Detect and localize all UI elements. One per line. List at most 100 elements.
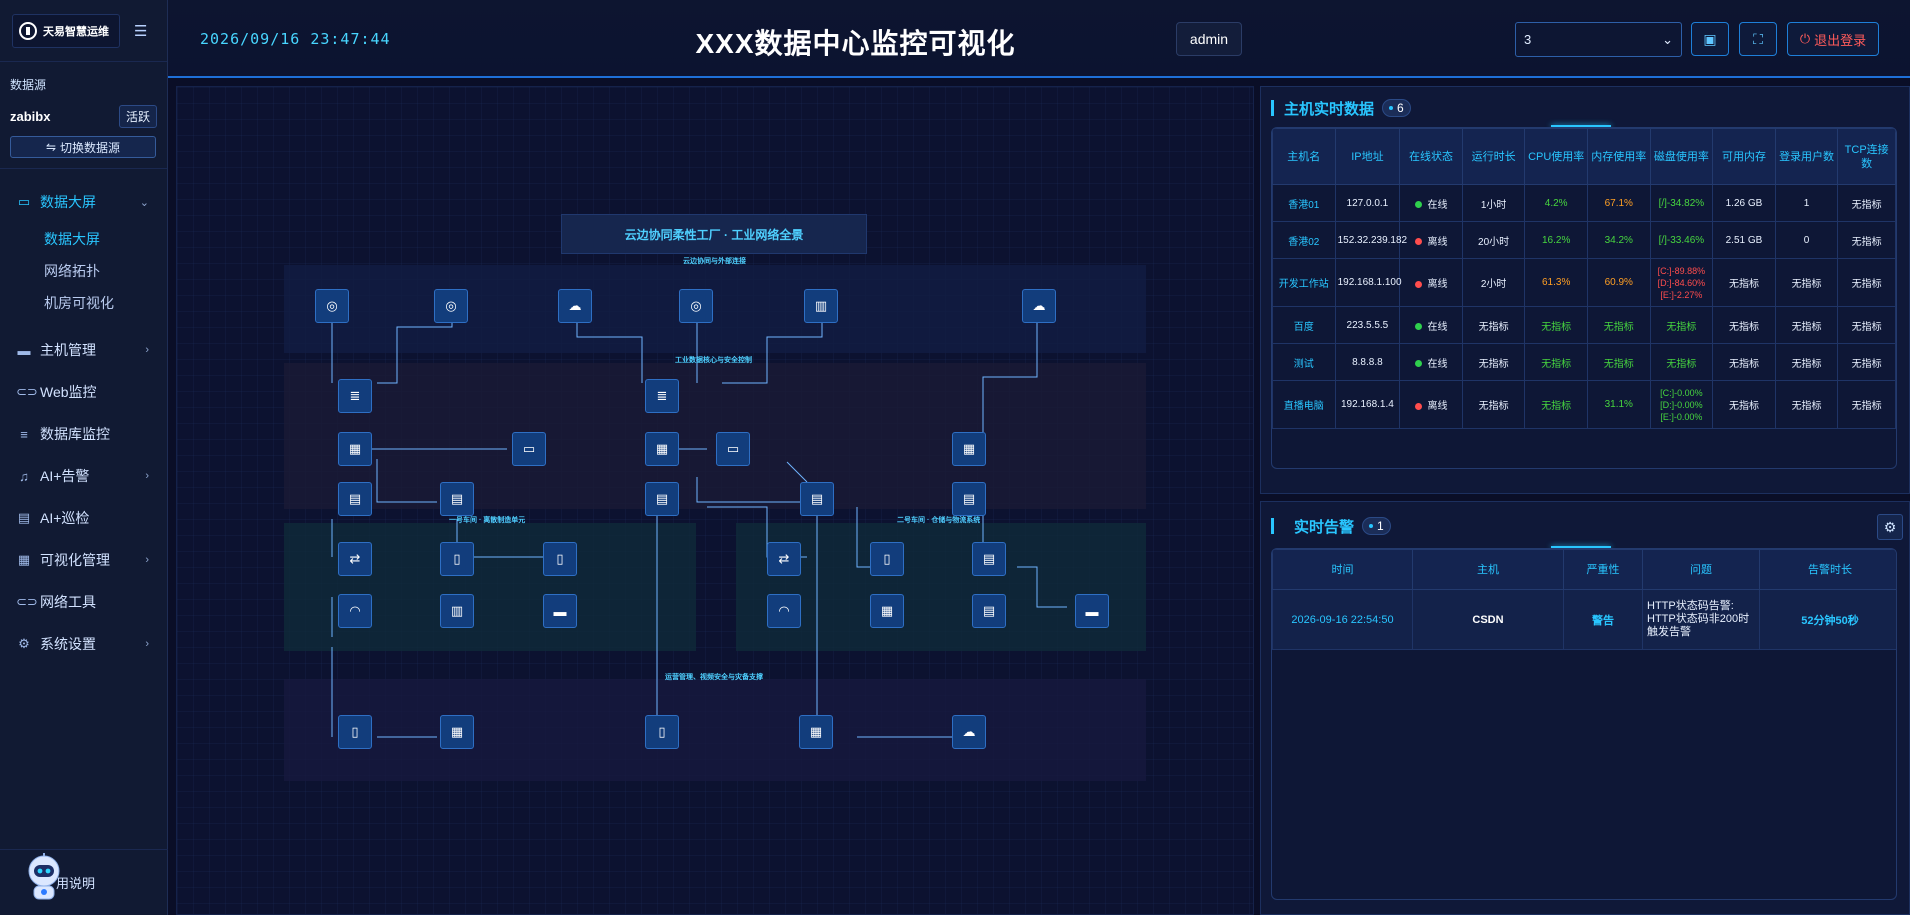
cloud-node[interactable]: ☁ [1022, 289, 1056, 323]
server-node[interactable]: ▤ [338, 482, 372, 516]
column-header[interactable]: 问题 [1642, 549, 1760, 590]
menu-toggle-icon[interactable]: ☰ [134, 22, 148, 40]
host-name[interactable]: 香港02 [1272, 221, 1336, 259]
host-name[interactable]: 开发工作站 [1272, 258, 1336, 307]
industrial-database-node[interactable]: ≣ [645, 379, 679, 413]
internet-node[interactable]: ◎ [315, 289, 349, 323]
table-row[interactable]: 香港01 127.0.0.1 在线 1小时 4.2% 67.1% [/]-34.… [1272, 184, 1896, 222]
help-link[interactable]: 用说明 [0, 849, 168, 915]
firewall-node[interactable]: ▦ [645, 432, 679, 466]
fullscreen-button[interactable]: ⛶ [1739, 22, 1777, 56]
table-header-row: 时间 主机 严重性 问题 告警时长 [1272, 549, 1896, 590]
server-icon: ▤ [962, 491, 976, 506]
alert-table: 时间 主机 严重性 问题 告警时长 2026-09-16 22:54:50 CS… [1272, 549, 1896, 650]
monitor-icon: ▭ [522, 441, 536, 456]
table-row[interactable]: 2026-09-16 22:54:50 CSDN 警告 HTTP状态码告警: H… [1272, 589, 1896, 650]
column-header[interactable]: 时间 [1272, 549, 1413, 590]
topology-title: 云边协同柔性工厂 · 工业网络全景 [561, 214, 867, 254]
menu-item-label: 可视化管理 [40, 552, 110, 568]
submenu-item-dashboard[interactable]: 数据大屏 [44, 231, 100, 247]
camera-node[interactable]: ▬ [1075, 594, 1109, 628]
column-header[interactable]: 告警时长 [1759, 549, 1896, 590]
building-node[interactable]: ▥ [440, 594, 474, 628]
host-mem: 无指标 [1586, 306, 1651, 344]
column-header[interactable]: 严重性 [1563, 549, 1643, 590]
host-name[interactable]: 直播电脑 [1272, 380, 1336, 429]
server-node[interactable]: ▯ [338, 715, 372, 749]
column-header[interactable]: 主机名 [1272, 128, 1336, 185]
datasource-label: 数据源 [10, 78, 47, 92]
menu-item-network-tools[interactable]: ⊂⊃ 网络工具 [0, 581, 167, 623]
column-header[interactable]: 主机 [1412, 549, 1564, 590]
column-header[interactable]: 在线状态 [1399, 128, 1463, 185]
column-header[interactable]: TCP连接数 [1837, 128, 1896, 185]
column-header[interactable]: 磁盘使用率 [1649, 128, 1714, 185]
alert-settings-button[interactable]: ⚙ [1877, 514, 1903, 540]
menu-item-ai-inspect[interactable]: ▤ AI+巡检 [0, 497, 167, 539]
host-mem: 31.1% [1586, 380, 1651, 429]
wifi-node[interactable]: ◠ [338, 594, 372, 628]
column-header[interactable]: 登录用户数 [1774, 128, 1839, 185]
table-row[interactable]: 百度 223.5.5.5 在线 无指标 无指标 无指标 无指标 无指标 无指标 … [1272, 306, 1896, 344]
storage-node[interactable]: ▦ [870, 594, 904, 628]
server-node[interactable]: ▤ [800, 482, 834, 516]
menu-item-ai-alert[interactable]: ♫ AI+告警 › [0, 455, 167, 497]
monitor-node[interactable]: ▭ [716, 432, 750, 466]
menu-item-web[interactable]: ⊂⊃ Web监控 [0, 371, 167, 413]
server-node[interactable]: ▤ [952, 482, 986, 516]
column-header[interactable]: 可用内存 [1712, 128, 1776, 185]
robot-assistant-icon[interactable] [22, 853, 66, 903]
server-node[interactable]: ▯ [870, 542, 904, 576]
table-row[interactable]: 香港02 152.32.239.182 离线 20小时 16.2% 34.2% … [1272, 221, 1896, 259]
server-node[interactable]: ▤ [972, 594, 1006, 628]
menu-item-dashboard[interactable]: ▭ 数据大屏 ⌄ [0, 181, 167, 223]
user-badge[interactable]: admin [1176, 22, 1242, 56]
server-node[interactable]: ▯ [440, 542, 474, 576]
menu-item-database[interactable]: ≡ 数据库监控 [0, 413, 167, 455]
monitor-node[interactable]: ▭ [512, 432, 546, 466]
logout-button[interactable]: ⏻ 退出登录 [1787, 22, 1879, 56]
camera-node[interactable]: ▬ [543, 594, 577, 628]
server-node[interactable]: ▤ [440, 482, 474, 516]
server-node[interactable]: ▤ [645, 482, 679, 516]
server-node[interactable]: ▤ [972, 542, 1006, 576]
firewall-node[interactable]: ▦ [338, 432, 372, 466]
core-database-node[interactable]: ≣ [338, 379, 372, 413]
vpn-node[interactable]: ◎ [679, 289, 713, 323]
submenu-item-room[interactable]: 机房可视化 [44, 295, 114, 311]
menu-item-label: 数据大屏 [40, 194, 96, 210]
building-node[interactable]: ▥ [804, 289, 838, 323]
table-row[interactable]: 直播电脑 192.168.1.4 离线 无指标 无指标 31.1% [C:]-0… [1272, 380, 1896, 429]
host-group-select[interactable]: 3 ⌄ [1515, 22, 1682, 57]
menu-item-visual[interactable]: ▦ 可视化管理 › [0, 539, 167, 581]
column-header[interactable]: 运行时长 [1461, 128, 1526, 185]
wifi-node[interactable]: ◠ [767, 594, 801, 628]
host-name[interactable]: 香港01 [1272, 184, 1336, 222]
menu-item-hosts[interactable]: ▬ 主机管理 › [0, 329, 167, 371]
switch-node[interactable]: ⇄ [767, 542, 801, 576]
switch-datasource-button[interactable]: ⇋ 切换数据源 [10, 136, 156, 158]
column-header[interactable]: IP地址 [1334, 128, 1401, 185]
submenu-item-topology[interactable]: 网络拓扑 [44, 263, 100, 279]
column-header[interactable]: 内存使用率 [1586, 128, 1651, 185]
cloud-gateway-node[interactable]: ☁ [558, 289, 592, 323]
firewall-node[interactable]: ▦ [952, 432, 986, 466]
host-name[interactable]: 测试 [1272, 343, 1336, 381]
storage-node[interactable]: ▦ [799, 715, 833, 749]
host-uptime: 无指标 [1461, 306, 1526, 344]
server-node[interactable]: ▯ [543, 542, 577, 576]
status-text: 离线 [1427, 279, 1448, 290]
menu-item-settings[interactable]: ⚙ 系统设置 › [0, 623, 167, 665]
table-row[interactable]: 测试 8.8.8.8 在线 无指标 无指标 无指标 无指标 无指标 无指标 无指… [1272, 343, 1896, 381]
switch-node[interactable]: ⇄ [338, 542, 372, 576]
cloud-node[interactable]: ☁ [952, 715, 986, 749]
host-status: 在线 [1399, 306, 1463, 344]
server-node[interactable]: ▯ [645, 715, 679, 749]
column-header[interactable]: CPU使用率 [1524, 128, 1588, 185]
host-name[interactable]: 百度 [1272, 306, 1336, 344]
display-mode-button[interactable]: ▣ [1691, 22, 1729, 56]
wan-node[interactable]: ◎ [434, 289, 468, 323]
table-row[interactable]: 开发工作站 192.168.1.100 离线 2小时 61.3% 60.9% [… [1272, 258, 1896, 307]
storage-node[interactable]: ▦ [440, 715, 474, 749]
host-tcp: 无指标 [1837, 221, 1896, 259]
